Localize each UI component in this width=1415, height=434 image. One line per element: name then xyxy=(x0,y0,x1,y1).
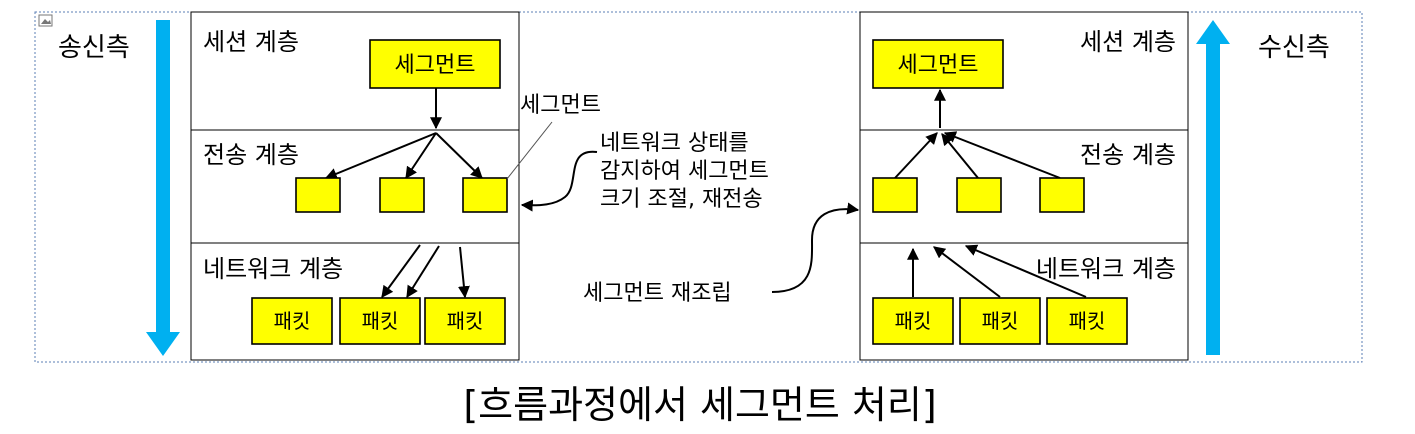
network-state-curved-arrow xyxy=(520,150,598,212)
reassembly-curved-arrow xyxy=(771,202,860,293)
sender-segment-text: 세그먼트 xyxy=(395,53,476,78)
receiver-session-layer-label: 세션 계층 xyxy=(1080,28,1176,56)
sender-session-layer-label: 세션 계층 xyxy=(203,28,299,56)
reassembly-note: 세그먼트 재조립 xyxy=(583,281,732,306)
outer-dotted-frame xyxy=(34,11,1363,363)
sender-to-packet-arrow-3 xyxy=(457,246,470,299)
sender-packet-3 xyxy=(424,297,506,345)
receiver-small-segment-3 xyxy=(1039,177,1085,213)
receiver-segment-text: 세그먼트 xyxy=(898,53,979,78)
receiver-packet-2 xyxy=(959,297,1041,345)
sender-transport-layer-label: 전송 계층 xyxy=(203,141,299,169)
sender-split-arrow-2 xyxy=(405,132,437,179)
figure-caption: [흐름과정에서 세그먼트 처리] xyxy=(463,383,936,427)
image-icon xyxy=(38,14,53,27)
receiver-merge-arrow-3 xyxy=(943,131,1061,179)
sender-packet-3-text: 패킷 xyxy=(447,309,484,333)
network-state-note-line-1: 네트워크 상태를 xyxy=(600,131,749,156)
receiver-packet-3-text: 패킷 xyxy=(1069,309,1106,333)
receiver-packet-2-text: 패킷 xyxy=(982,309,1019,333)
sender-stack: 세션 계층 전송 계층 네트워크 계층 세그먼트 패킷 패킷 패킷 xyxy=(190,11,520,361)
sender-small-segment-1 xyxy=(295,177,341,213)
upward-flow-arrow xyxy=(1196,20,1230,355)
receiver-from-packet-arrow-3 xyxy=(964,244,1087,298)
sender-to-packet-arrow-2 xyxy=(406,245,440,299)
sender-packet-2 xyxy=(339,297,421,345)
receiver-packet-3 xyxy=(1046,297,1128,345)
sender-packet-2-text: 패킷 xyxy=(362,309,399,333)
receiver-stack: 세션 계층 전송 계층 세그먼트 네트워크 계층 패킷 패킷 패킷 xyxy=(859,11,1189,361)
segment-annotation-label: 세그먼트 xyxy=(520,93,601,118)
network-state-note-line-3: 크기 조절, 재전송 xyxy=(600,187,763,212)
sender-small-segment-3 xyxy=(462,177,508,213)
receiver-small-segment-2 xyxy=(956,177,1002,213)
receiver-small-segment-1 xyxy=(872,177,918,213)
sender-to-packet-arrow-1 xyxy=(381,244,421,298)
sender-label: 송신측 xyxy=(58,33,130,63)
sender-network-layer-label: 네트워크 계층 xyxy=(203,255,343,283)
receiver-transport-layer-label: 전송 계층 xyxy=(1080,141,1176,169)
sender-packet-1-text: 패킷 xyxy=(274,309,311,333)
receiver-label: 수신측 xyxy=(1258,33,1330,63)
receiver-packet-1-text: 패킷 xyxy=(895,309,932,333)
sender-split-arrow-3 xyxy=(435,132,483,179)
receiver-packet-1 xyxy=(872,297,954,345)
receiver-from-packet-arrow-2 xyxy=(933,246,1001,298)
receiver-segment-box xyxy=(872,39,1004,89)
receiver-merge-arrow-1 xyxy=(894,132,938,179)
receiver-network-layer-label: 네트워크 계층 xyxy=(1036,255,1176,283)
sender-packet-1 xyxy=(251,297,333,345)
sender-small-segment-2 xyxy=(379,177,425,213)
downward-flow-arrow xyxy=(146,20,180,356)
segment-annotation-pointer xyxy=(506,121,553,180)
sender-split-arrow-1 xyxy=(324,132,437,180)
network-state-note-line-2: 감지하여 세그먼트 xyxy=(600,159,769,184)
